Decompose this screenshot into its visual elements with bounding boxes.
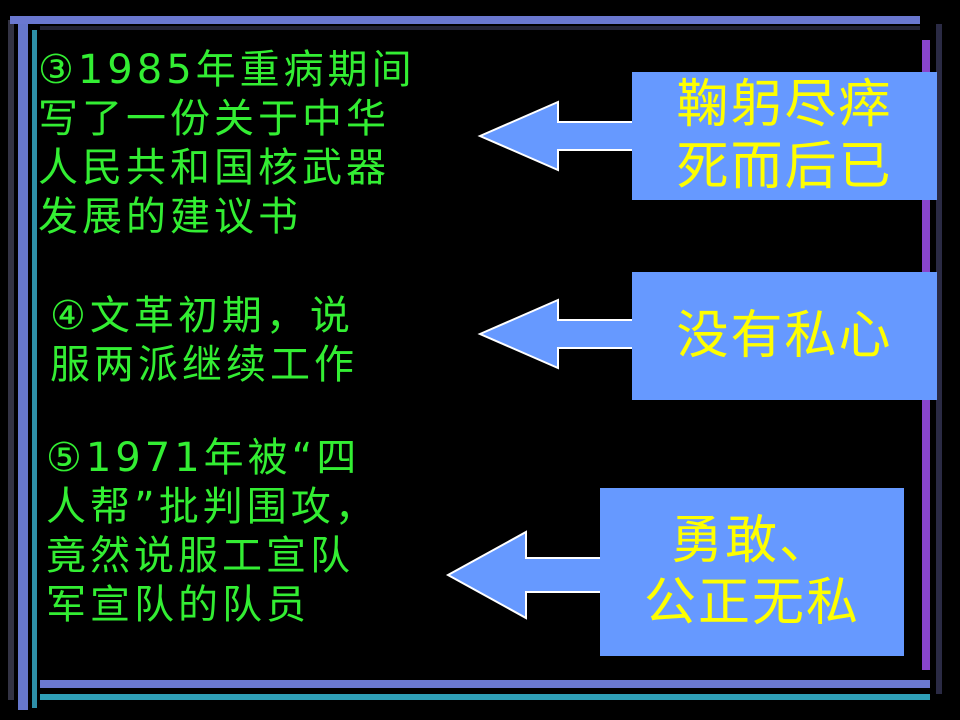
frame-right-bar-dark [936, 24, 942, 694]
quality-box-3-line-2: 公正无私 [643, 573, 860, 633]
quality-box-1: 鞠躬尽瘁 死而后已 [632, 72, 937, 200]
statement-3-line-2: 写了一份关于中华 [38, 96, 390, 142]
quality-box-1-line-2: 死而后已 [676, 137, 893, 197]
statement-5: ⑤1971年被“四 人帮”批判围攻， 竟然说服工宣队 军宣队的队员 [46, 434, 379, 630]
statement-3: ③1985年重病期间 写了一份关于中华 人民共和国核武器 发展的建议书 [38, 46, 416, 242]
quality-box-1-line-1: 鞠躬尽瘁 [676, 75, 893, 135]
statement-3-line-1: ③1985年重病期间 [38, 47, 416, 93]
arrow-3-icon [445, 530, 605, 620]
statement-5-line-1: ⑤1971年被“四 [46, 435, 361, 481]
quality-box-3-line-1: 勇敢、 [670, 511, 833, 571]
frame-left-bar-cyan [32, 30, 37, 708]
frame-left-bar-blue [18, 20, 28, 710]
quality-box-2-line-1: 没有私心 [676, 306, 893, 366]
statement-5-line-2: 人帮”批判围攻， [46, 484, 379, 530]
frame-top-bar-dark [40, 26, 920, 30]
arrow-1-icon [477, 100, 637, 172]
arrow-2-icon [477, 298, 637, 370]
statement-4-line-1: ④文革初期，说 [50, 293, 354, 339]
quality-box-3: 勇敢、 公正无私 [600, 488, 904, 656]
quality-box-2: 没有私心 [632, 272, 937, 400]
statement-5-line-3: 竟然说服工宣队 [46, 533, 354, 579]
frame-bottom-bar-blue [40, 680, 930, 688]
statement-4: ④文革初期，说 服两派继续工作 [50, 292, 358, 390]
statement-5-line-4: 军宣队的队员 [46, 582, 310, 628]
frame-top-bar-blue [10, 16, 920, 24]
statement-3-line-4: 发展的建议书 [38, 194, 302, 240]
frame-left-bar-dark [8, 20, 14, 700]
frame-bottom-bar-cyan [40, 694, 930, 700]
statement-4-line-2: 服两派继续工作 [50, 342, 358, 388]
statement-3-line-3: 人民共和国核武器 [38, 145, 390, 191]
